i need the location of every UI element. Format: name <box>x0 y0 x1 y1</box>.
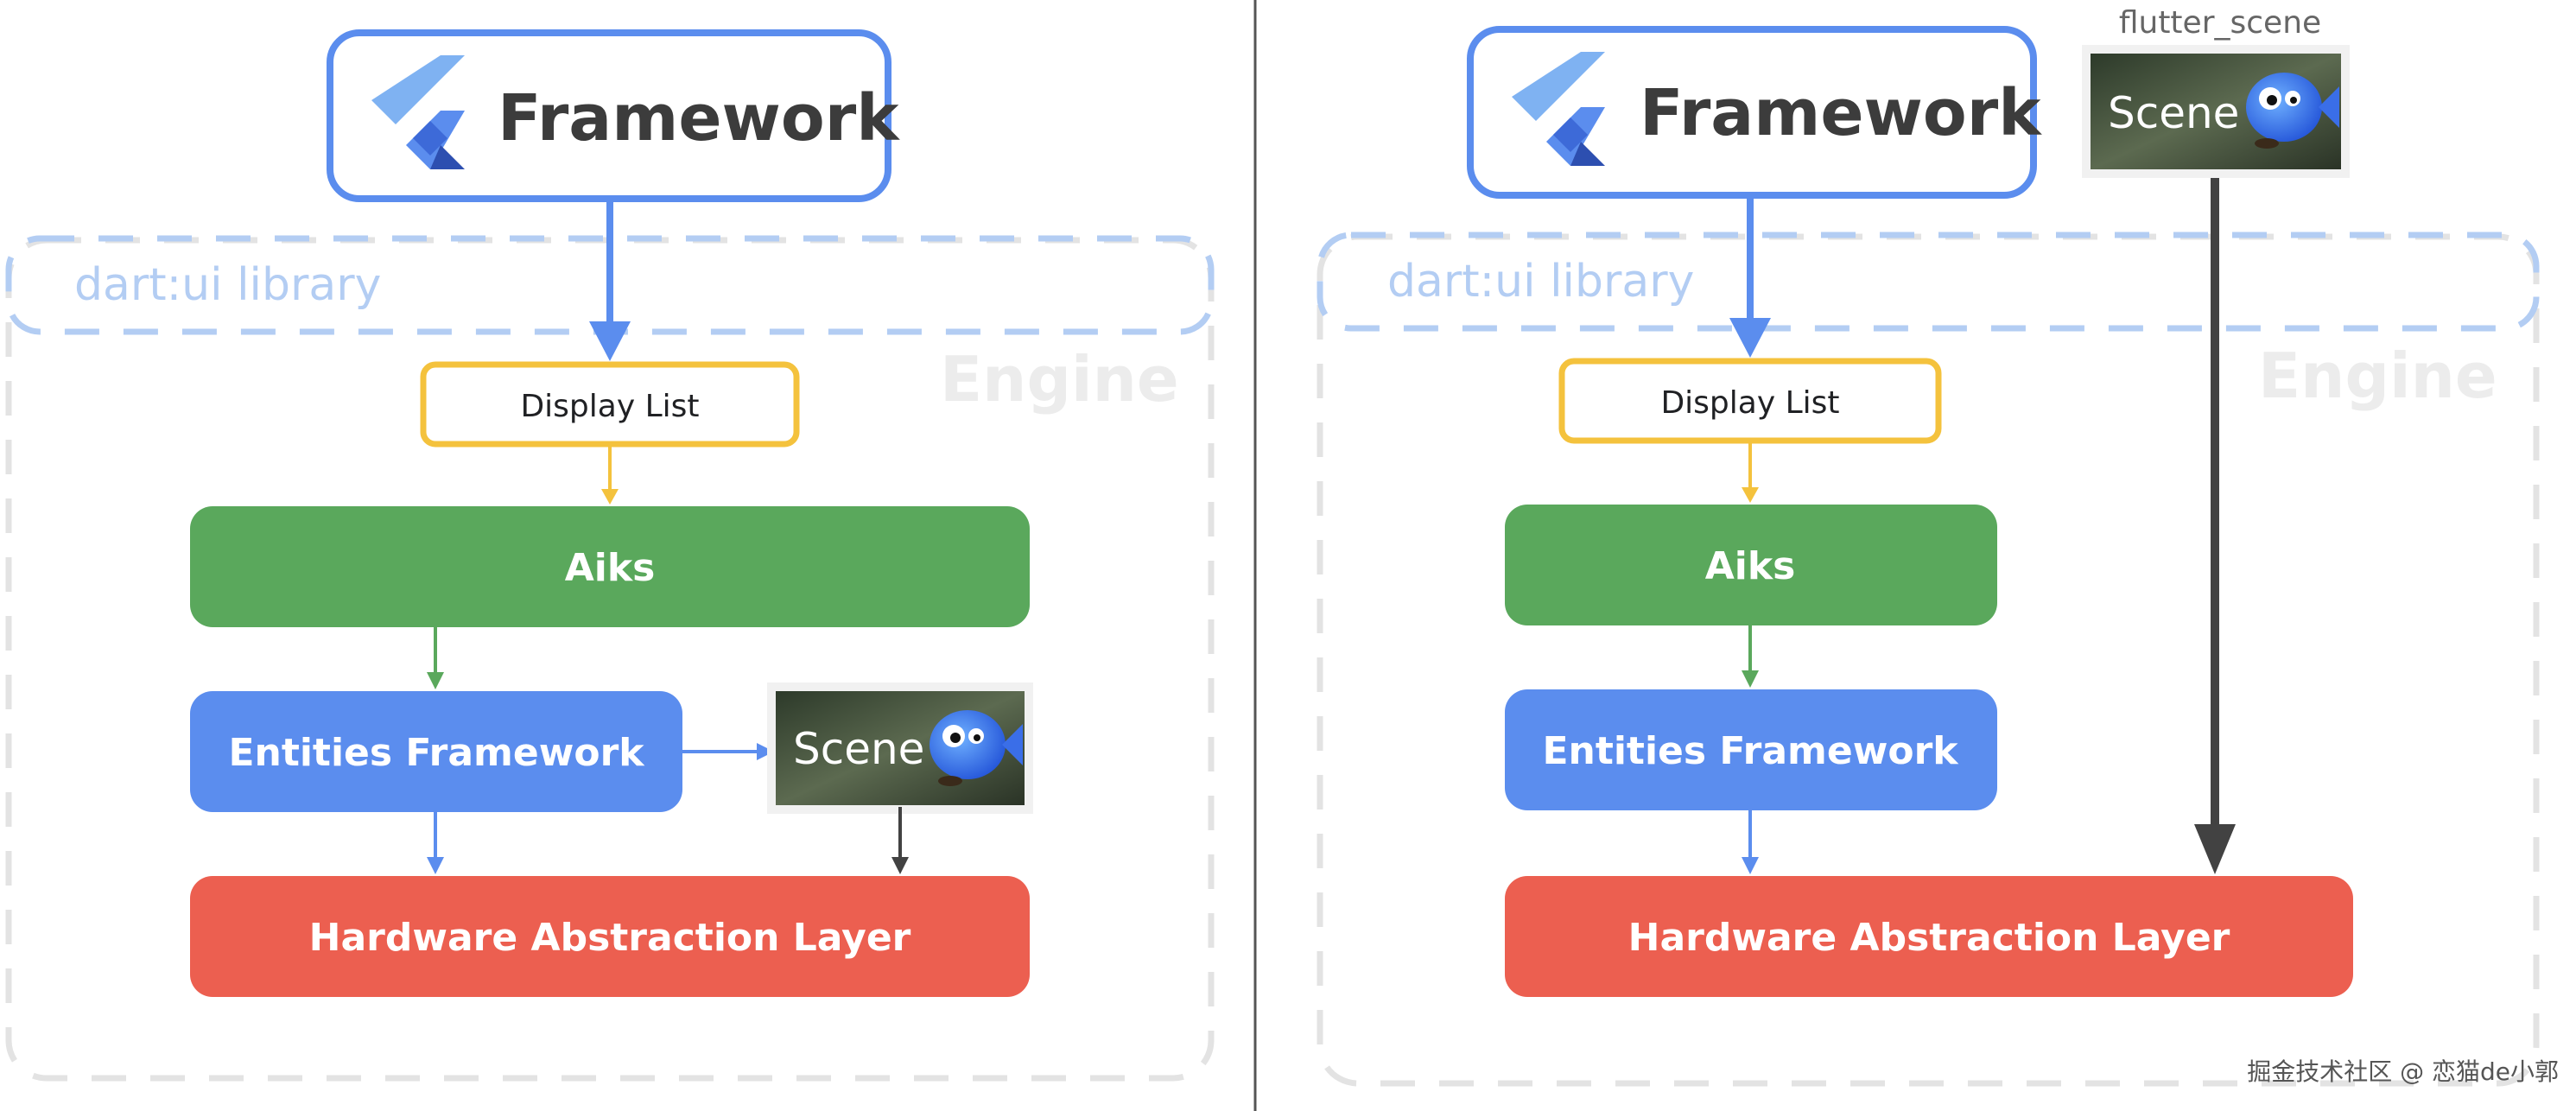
arrow-displaylist-to-aiks <box>601 489 619 505</box>
display-list-label-right: Display List <box>1660 385 1839 421</box>
arrow-entities-to-hal-right <box>1742 857 1759 874</box>
arrow-displaylist-to-aiks-right <box>1742 487 1759 503</box>
fish-icon-right <box>2246 73 2339 149</box>
dart-ui-container-right <box>1317 232 2540 332</box>
engine-label-right: Engine <box>2258 340 2497 412</box>
scene-label-right: Scene <box>2108 88 2239 138</box>
hal-label-right: Hardware Abstraction Layer <box>1628 916 2230 960</box>
aiks-box-right <box>1505 505 1997 625</box>
framework-box-right <box>1467 26 2037 199</box>
flutter-logo-icon-right <box>1512 52 1605 166</box>
arrow-scene-to-hal-right <box>2194 824 2236 874</box>
flutter-logo-icon <box>371 55 465 169</box>
arrow-framework-to-displaylist <box>589 321 631 361</box>
watermark: 掘金技术社区 @ 恋猫de小郭 <box>2247 1057 2559 1086</box>
engine-label: Engine <box>940 343 1179 416</box>
arrow-entities-to-hal <box>427 857 444 874</box>
framework-box <box>327 29 891 202</box>
framework-label: Framework <box>498 81 900 156</box>
aiks-box <box>190 506 1030 627</box>
arrow-scene-to-hal <box>891 857 909 874</box>
dart-ui-label-right: dart:ui library <box>1387 256 1694 308</box>
hal-label: Hardware Abstraction Layer <box>309 916 911 960</box>
arrow-aiks-to-entities-right <box>1742 670 1759 688</box>
aiks-label: Aiks <box>565 546 656 590</box>
entities-label: Entities Framework <box>228 731 645 775</box>
flutter-scene-caption: flutter_scene <box>2119 5 2321 41</box>
arrow-framework-to-displaylist-right <box>1729 318 1771 358</box>
entities-label-right: Entities Framework <box>1542 729 1959 773</box>
left-panel: dart:ui library Engine Framework Display… <box>5 29 1215 1082</box>
aiks-label-right: Aiks <box>1705 544 1796 588</box>
entities-box-right <box>1505 689 1997 810</box>
dart-ui-label: dart:ui library <box>74 259 381 311</box>
arrow-entities-to-scene <box>757 743 774 760</box>
fish-icon <box>930 710 1023 786</box>
display-list-box <box>420 361 800 448</box>
framework-label-right: Framework <box>1640 76 2042 150</box>
display-list-label: Display List <box>520 389 699 424</box>
hal-box-right <box>1505 876 2353 997</box>
scene-label: Scene <box>793 724 924 774</box>
hal-box <box>190 876 1030 997</box>
entities-box <box>190 691 682 812</box>
right-panel: dart:ui library Engine Framework flutter… <box>1317 5 2540 1087</box>
engine-container-right <box>1317 233 2540 1087</box>
display-list-box-right <box>1558 358 1942 444</box>
arrow-aiks-to-entities <box>427 672 444 689</box>
